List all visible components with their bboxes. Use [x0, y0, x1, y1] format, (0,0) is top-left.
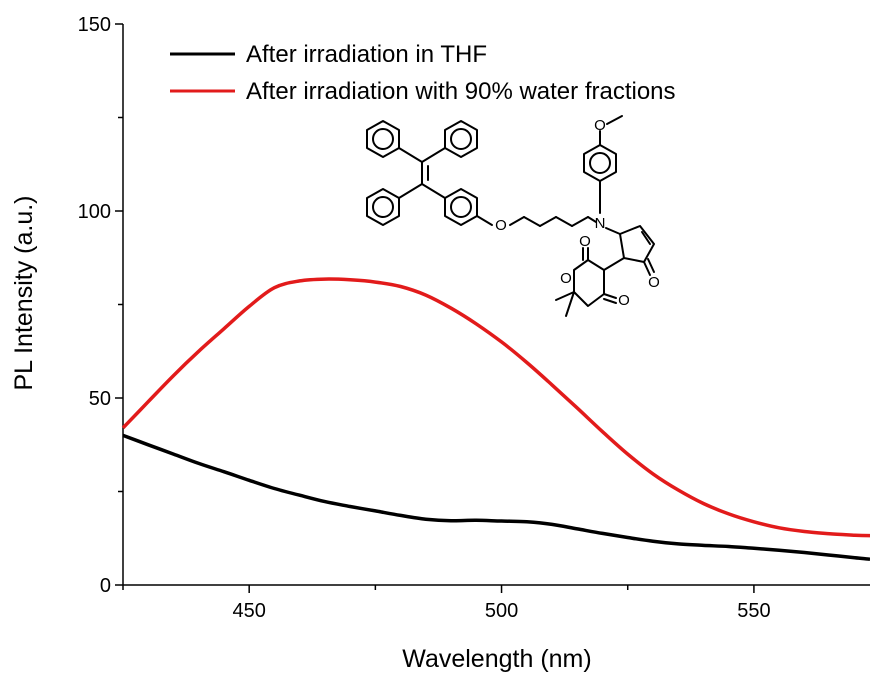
axes: 0 50 100 150 450 500 550 — [78, 14, 870, 622]
ethylene-core — [398, 147, 446, 199]
phenyl-ring-top-left — [366, 120, 400, 158]
alkyl-ether-chain — [476, 215, 597, 227]
y-axis-title: PL Intensity (a.u.) — [10, 196, 38, 391]
y-tick-label: 100 — [78, 201, 111, 223]
methoxyphenyl-ring — [583, 115, 623, 214]
atom-label-amine-n: N — [595, 215, 606, 232]
atom-label-carbonyl-o-right: O — [618, 292, 630, 309]
cyclopentenone-ring — [605, 225, 655, 276]
legend: After irradiation in THF After irradiati… — [170, 41, 676, 105]
atom-label-carbonyl-o-top: O — [579, 233, 591, 250]
atom-label-ring-o: O — [560, 270, 572, 287]
series-group — [121, 277, 870, 561]
x-axis-title: Wavelength (nm) — [402, 645, 591, 673]
meldrums-acid-ring — [555, 247, 625, 317]
atom-label-ketone-o: O — [648, 274, 660, 291]
molecule-atom-labels: O N O O O O O — [495, 117, 660, 309]
x-tick-label: 500 — [485, 600, 518, 622]
legend-label-thf: After irradiation in THF — [246, 41, 487, 68]
x-tick-label: 550 — [737, 600, 770, 622]
x-tick-label: 450 — [232, 600, 265, 622]
atom-label-methoxy-o: O — [594, 117, 606, 134]
phenyl-ring-top-right — [444, 120, 478, 158]
molecule-structure-inset — [366, 115, 655, 317]
y-tick-label: 150 — [78, 14, 111, 36]
y-tick-label: 50 — [89, 388, 111, 410]
atom-label-ether-o: O — [495, 217, 507, 234]
series-line-water — [121, 277, 870, 538]
y-tick-label: 0 — [100, 575, 111, 597]
legend-label-water: After irradiation with 90% water fractio… — [246, 78, 676, 105]
series-line-thf — [122, 433, 870, 561]
